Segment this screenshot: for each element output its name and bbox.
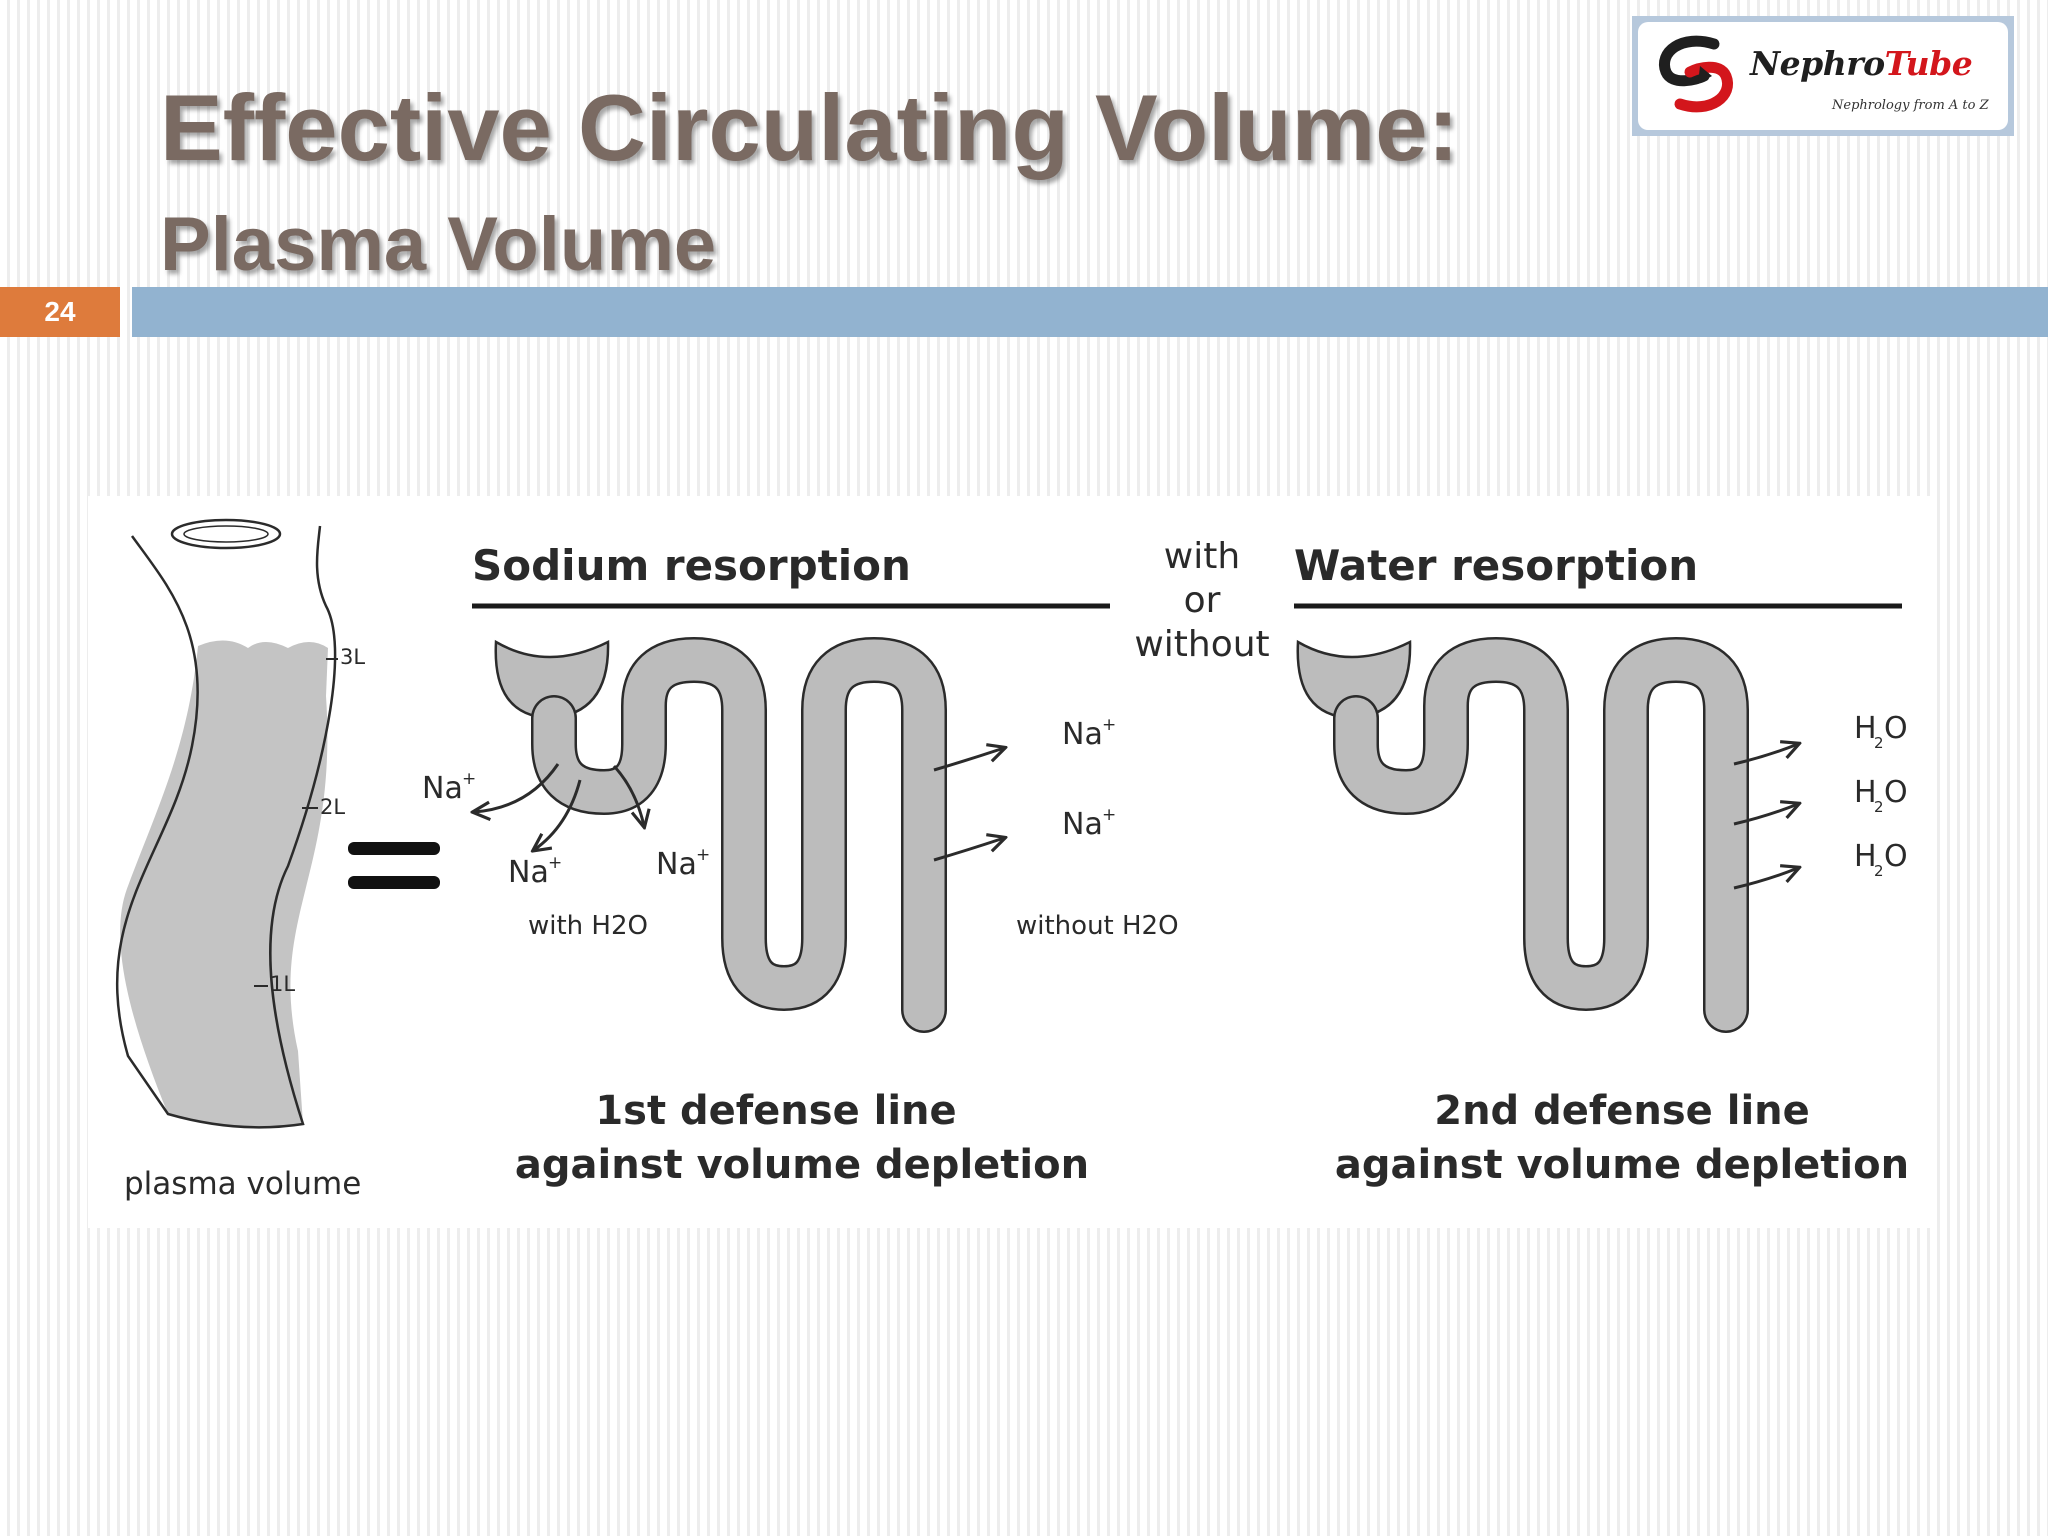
- svg-text:Na: Na: [508, 855, 549, 890]
- h2o-arrow-3: [1733, 868, 1798, 890]
- svg-text:+: +: [548, 853, 562, 873]
- svg-text:H: H: [1854, 711, 1877, 746]
- water-capsule: [1296, 639, 1412, 720]
- logo-swirl-icon: [1659, 35, 1733, 113]
- volume-defense-diagram: 3L 2L 1L plasma volume Sodium resorption…: [88, 496, 1934, 1228]
- plasma-vessel: 3L 2L 1L plasma volume: [116, 518, 365, 1202]
- note-without-h2o: without H2O: [1016, 911, 1179, 941]
- vessel-mark-3l: 3L: [340, 645, 365, 669]
- svg-text:Na: Na: [422, 771, 463, 806]
- equals-sign: [348, 842, 440, 889]
- with-or-without-connector: with or without: [1134, 536, 1269, 665]
- water-resorption-panel: Water resorption H 2 O H 2 O H 2 O 2nd d…: [1294, 541, 1909, 1188]
- svg-text:+: +: [462, 769, 476, 789]
- h2o-label-1: H 2 O: [1854, 711, 1908, 752]
- svg-text:O: O: [1884, 775, 1908, 810]
- svg-text:Na: Na: [1062, 717, 1103, 752]
- sodium-capsule: [494, 639, 610, 720]
- svg-text:+: +: [1102, 715, 1116, 735]
- slide-subtitle: Plasma Volume: [160, 202, 717, 287]
- slide-title: Effective Circulating Volume:: [160, 75, 1459, 180]
- vessel-caption: plasma volume: [124, 1166, 361, 1202]
- sodium-caption-line2: against volume depletion: [515, 1142, 1089, 1188]
- svg-text:Na: Na: [656, 847, 697, 882]
- diagram-svg: 3L 2L 1L plasma volume Sodium resorption…: [116, 518, 1909, 1202]
- note-with-h2o: with H2O: [528, 911, 648, 941]
- nephrotube-logo: NephroTube Nephrology from A to Z: [1632, 16, 2014, 136]
- svg-text:2: 2: [1874, 862, 1884, 880]
- water-caption-line2: against volume depletion: [1335, 1142, 1909, 1188]
- vessel-fluid: [120, 640, 328, 1128]
- sodium-tubule-fill: [533, 639, 945, 1031]
- logo-word-nephro: Nephro: [1750, 44, 1885, 83]
- water-caption-line1: 2nd defense line: [1434, 1088, 1810, 1134]
- vessel-mark-1l: 1L: [270, 972, 295, 996]
- logo-tagline: Nephrology from A to Z: [1832, 98, 1989, 113]
- svg-text:Na: Na: [1062, 807, 1103, 842]
- svg-text:+: +: [1102, 805, 1116, 825]
- logo-panel: NephroTube Nephrology from A to Z: [1638, 22, 2008, 130]
- h2o-label-3: H 2 O: [1854, 839, 1908, 880]
- na-arrow-right: [612, 764, 644, 826]
- connector-without: without: [1134, 624, 1269, 665]
- na-arrow-out-2: [933, 838, 1004, 862]
- vessel-outline: [116, 525, 337, 1129]
- na-arrow-down: [534, 779, 582, 850]
- na-arrow-out-1: [933, 748, 1004, 772]
- svg-text:O: O: [1884, 711, 1908, 746]
- na-arrow-left: [474, 763, 560, 812]
- vessel-rim-inner: [183, 525, 269, 543]
- slide-number: 24: [44, 296, 76, 327]
- logo-word-tube: Tube: [1884, 44, 1973, 83]
- water-tubule-fill: [1335, 639, 1747, 1031]
- svg-text:H: H: [1854, 775, 1877, 810]
- na-label-bottom-right: Na +: [656, 845, 710, 882]
- svg-text:2: 2: [1874, 734, 1884, 752]
- water-heading: Water resorption: [1294, 541, 1698, 590]
- na-label-out-2: Na +: [1062, 805, 1116, 842]
- na-label-bottom-left: Na +: [508, 853, 562, 890]
- connector-with: with: [1164, 536, 1240, 577]
- na-label-left: Na +: [422, 769, 476, 806]
- svg-text:+: +: [696, 845, 710, 865]
- vessel-mark-2l: 2L: [320, 795, 345, 819]
- slide-number-badge: 24: [0, 287, 120, 337]
- logo-wordmark: NephroTube: [1750, 44, 1973, 83]
- h2o-arrow-2: [1733, 804, 1798, 826]
- svg-text:2: 2: [1874, 798, 1884, 816]
- na-label-out-1: Na +: [1062, 715, 1116, 752]
- sodium-caption-line1: 1st defense line: [595, 1088, 956, 1134]
- vessel-rim: [170, 518, 282, 550]
- svg-text:H: H: [1854, 839, 1877, 874]
- connector-or: or: [1184, 580, 1221, 621]
- h2o-arrow-1: [1733, 744, 1798, 766]
- title-divider-bar: [132, 287, 2048, 337]
- sodium-heading: Sodium resorption: [472, 541, 911, 590]
- svg-text:O: O: [1884, 839, 1908, 874]
- h2o-label-2: H 2 O: [1854, 775, 1908, 816]
- sodium-resorption-panel: Sodium resorption Na + Na + Na + Na +: [422, 541, 1179, 1188]
